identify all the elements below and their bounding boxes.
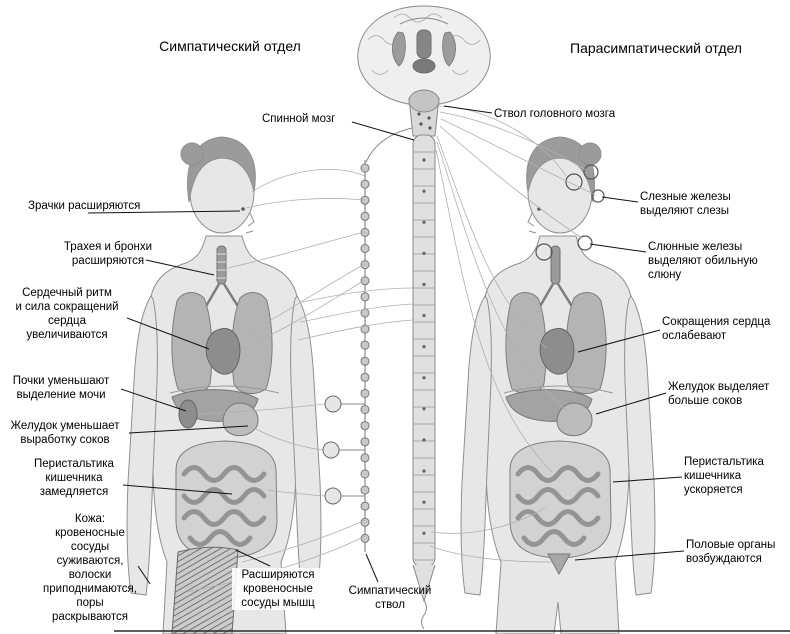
cord-segment-lines <box>413 151 435 561</box>
trachea-illustration <box>550 245 561 285</box>
nerve-pathways <box>185 105 595 593</box>
pons-illustration <box>408 89 440 113</box>
conus-illustration <box>412 564 436 603</box>
head-ganglia-circles <box>535 164 605 261</box>
title-parasympathetic-division: Парасимпатический отдел <box>570 40 742 56</box>
right-lung-illustration <box>565 292 607 395</box>
label-sympathetic-trunk: Симпатический ствол <box>348 585 432 612</box>
heart-illustration <box>539 327 575 375</box>
kidney-illustration <box>178 399 198 429</box>
label-peristalsis-speeds-up: Перистальтика кишечника ускоряется <box>684 456 764 497</box>
label-skin-vessels-constrict: Кожа: кровеносные сосуды суживаются, вол… <box>43 513 137 624</box>
leader-lines <box>87 105 685 585</box>
intestine-coils <box>515 465 601 547</box>
heart-illustration <box>205 327 241 375</box>
label-heart-contractions-weaken: Сокращения сердца ослабевают <box>662 316 771 343</box>
filum-terminale <box>421 599 427 630</box>
spinal-cord-illustration <box>412 134 436 630</box>
label-heart-rate-increases: Сердечный ритм и сила сокращений сердца … <box>15 287 119 342</box>
label-kidneys-urine-decreases: Почки уменьшают выделение мочи <box>12 375 110 402</box>
label-peristalsis-slows: Перистальтика кишечника замедляется <box>34 458 114 499</box>
label-stomach-juice-decreases: Желудок уменьшает выработку соков <box>10 420 120 447</box>
genitals-illustration <box>547 553 571 576</box>
diaphragm-line <box>169 385 280 394</box>
bronchi-illustration <box>537 283 575 309</box>
label-brain-stem: Ствол головного мозга <box>494 108 616 120</box>
sympathetic-figure-organs <box>169 245 280 634</box>
label-salivary-glands-secrete: Слюнные железы выделяют обильную слюну <box>648 241 758 282</box>
cortex-folds <box>367 13 481 75</box>
brain-illustration <box>357 5 491 137</box>
label-genitals-aroused: Половые органы возбуждаются <box>686 539 776 566</box>
label-muscle-vessels-dilate: Расширяются кровеносные сосуды мышц <box>232 568 324 611</box>
brainstem-nuclei-dots <box>417 112 432 130</box>
bronchi-illustration <box>203 283 241 309</box>
trachea-rings <box>217 253 226 279</box>
left-lung-illustration <box>171 292 213 395</box>
sympathetic-trunk-illustration <box>360 127 413 557</box>
stomach-illustration <box>556 402 593 437</box>
thigh-muscle-hatch <box>171 546 239 634</box>
label-stomach-juice-increases: Желудок выделяет больше соков <box>668 381 770 408</box>
stomach-illustration <box>222 402 259 437</box>
intestine-coils <box>181 465 267 547</box>
left-lung-illustration <box>505 292 547 395</box>
label-spinal-cord: Спинной мозг <box>262 113 336 125</box>
title-sympathetic-division: Симпатический отдел <box>159 38 301 54</box>
right-lung-illustration <box>231 292 273 395</box>
label-pupils-dilate: Зрачки расширяются <box>28 200 141 212</box>
diaphragm-line <box>503 385 614 394</box>
label-tear-glands-secrete: Слезные железы выделяют слезы <box>640 191 731 218</box>
label-trachea-bronchi-dilate: Трахея и бронхи расширяются <box>63 241 153 268</box>
parasympathetic-figure-organs <box>503 164 614 576</box>
trachea-illustration <box>216 245 227 285</box>
prevertebral-ganglia <box>322 395 365 505</box>
